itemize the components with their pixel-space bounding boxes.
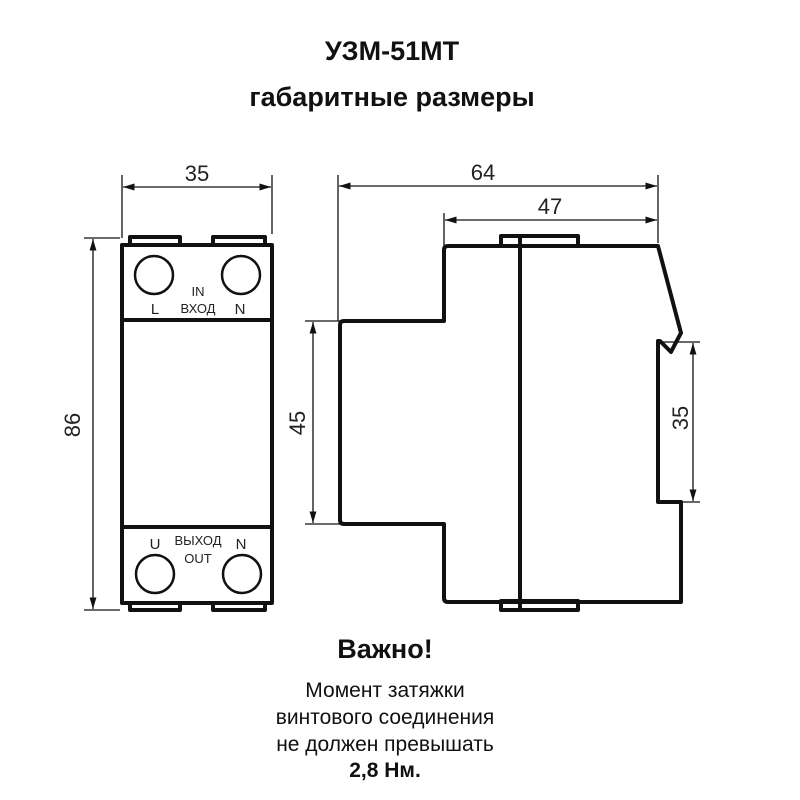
total-depth-dimension: 64	[471, 160, 495, 185]
input-label-ru: ВХОД	[181, 301, 216, 316]
note-line: не должен превышать	[276, 733, 494, 756]
terminal-label-n-in: N	[235, 301, 246, 318]
output-label-ru: ВЫХОД	[174, 533, 221, 548]
torque-value: 2,8 Нм.	[349, 759, 421, 782]
terminal-screw-u	[134, 553, 176, 595]
front-height-dimension: 45	[285, 411, 310, 435]
height-dimension: 86	[60, 413, 85, 437]
width-dimension: 35	[185, 161, 209, 186]
output-label-en: OUT	[184, 551, 212, 566]
torque-note: Важно! Момент затяжки винтового соединен…	[276, 634, 494, 782]
terminal-label-u: U	[150, 536, 161, 553]
device-body-front	[120, 243, 274, 605]
body-depth-dimension: 47	[538, 194, 562, 219]
device-body-side	[338, 244, 683, 604]
terminal-label-n-out: N	[236, 536, 247, 553]
note-heading: Важно!	[337, 634, 432, 664]
terminal-screw-n-out	[221, 553, 263, 595]
model-title: УЗМ-51МТ	[325, 36, 460, 66]
terminal-label-l: L	[151, 301, 159, 318]
side-view: 64 47 45 35	[285, 160, 700, 612]
input-label-en: IN	[192, 284, 205, 299]
note-line: Момент затяжки	[305, 679, 464, 702]
terminal-screw-n-in	[220, 254, 262, 296]
note-line: винтового соединения	[276, 706, 494, 729]
rail-dimension: 35	[668, 406, 693, 430]
drawing-subtitle: габаритные размеры	[249, 82, 534, 112]
front-view: 35 86 L N IN ВХОД U N ВЫХОД OUT	[60, 161, 274, 612]
terminal-screw-l	[133, 254, 175, 296]
